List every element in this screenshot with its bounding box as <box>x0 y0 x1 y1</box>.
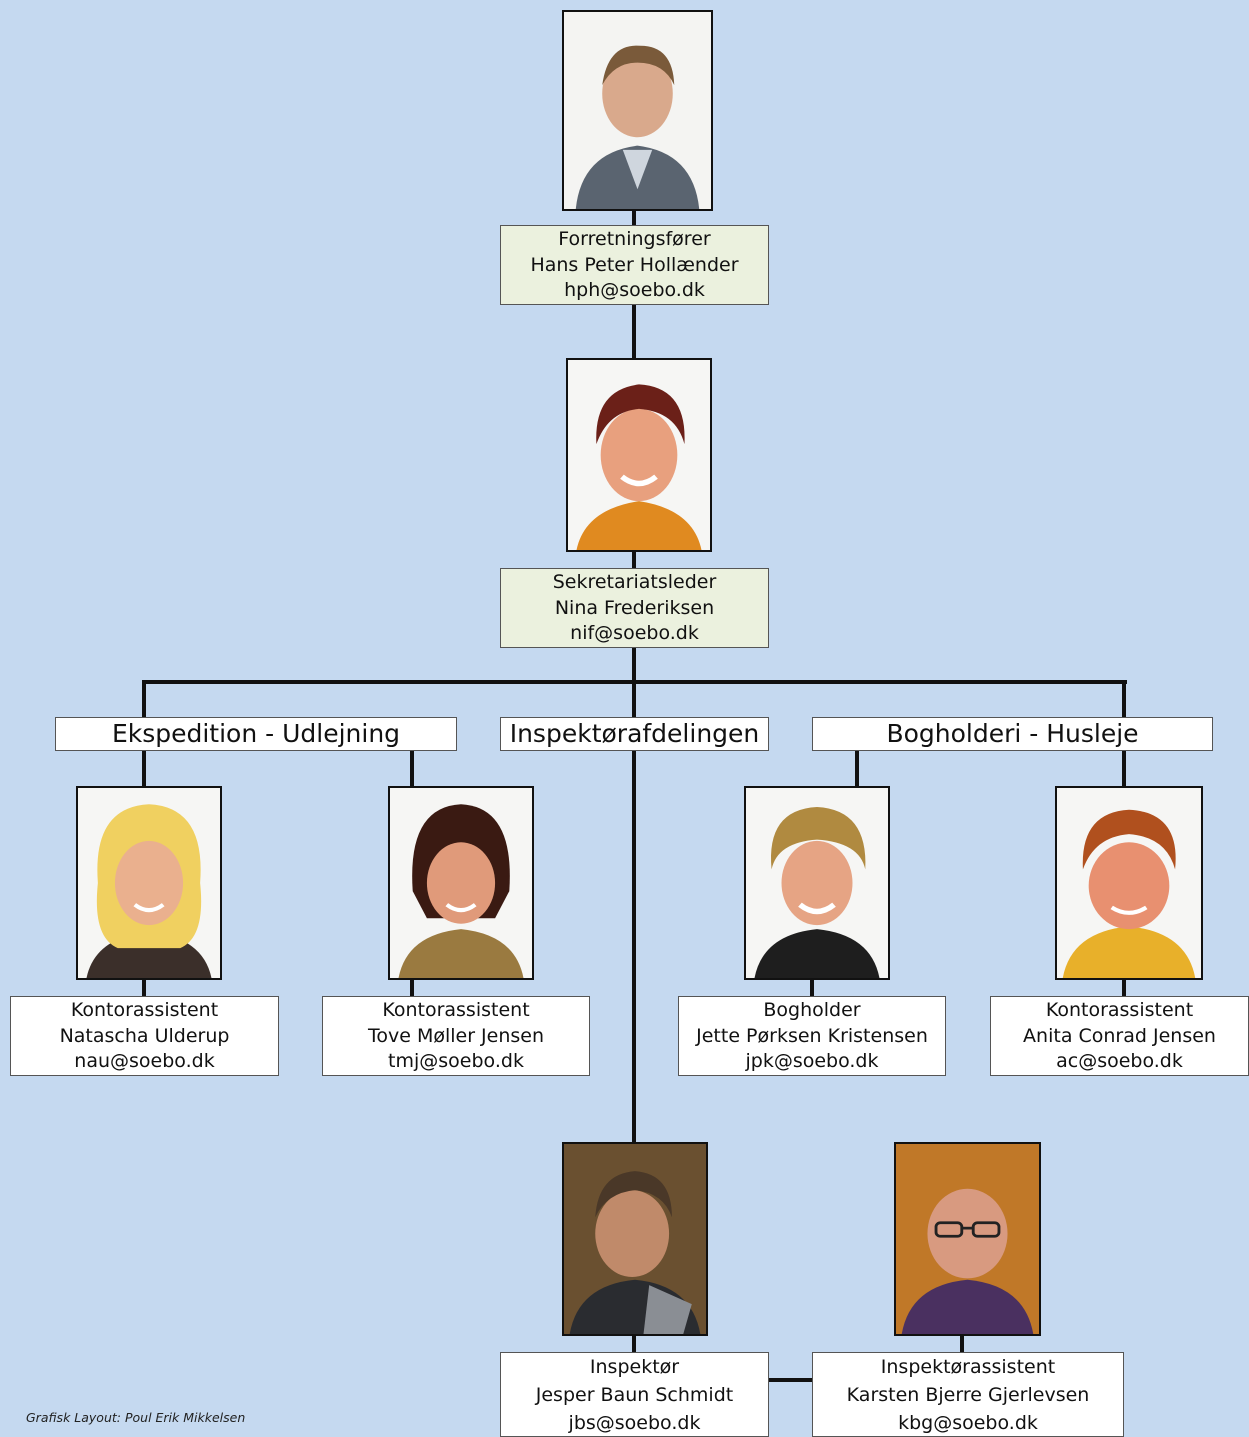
top-manager-card: Forretningsfører Hans Peter Hollænder hp… <box>500 225 769 305</box>
portrait-photo <box>76 786 222 980</box>
connector-line <box>142 980 146 997</box>
person-name: Jesper Baun Schmidt <box>535 1384 734 1406</box>
portrait-photo <box>1055 786 1203 980</box>
role-title: Kontorassistent <box>1045 999 1194 1021</box>
staff-card: Inspektørassistent Karsten Bjerre Gjerle… <box>812 1352 1124 1437</box>
connector-line <box>855 751 859 786</box>
role-title: Inspektør <box>589 1356 680 1378</box>
connector-line <box>410 980 414 997</box>
connector-line <box>142 751 146 786</box>
connector-line <box>142 680 1127 684</box>
email-link[interactable]: nif@soebo.dk <box>570 622 699 644</box>
connector-line <box>810 980 814 997</box>
staff-card: Kontorassistent Natascha Ulderup nau@soe… <box>10 996 279 1076</box>
person-name: Anita Conrad Jensen <box>1023 1024 1216 1047</box>
person-name: Jette Pørksen Kristensen <box>696 1024 928 1047</box>
staff-card: Inspektør Jesper Baun Schmidt jbs@soebo.… <box>500 1352 769 1437</box>
email-link[interactable]: nau@soebo.dk <box>74 1050 215 1072</box>
secretariat-card: Sekretariatsleder Nina Frederiksen nif@s… <box>500 568 769 648</box>
portrait-photo <box>744 786 890 980</box>
connector-line <box>142 680 146 718</box>
person-name: Hans Peter Hollænder <box>530 253 739 276</box>
role-title: Sekretariatsleder <box>552 571 717 593</box>
staff-card: Kontorassistent Anita Conrad Jensen ac@s… <box>990 996 1249 1076</box>
portrait-photo <box>388 786 534 980</box>
connector-line <box>632 552 636 569</box>
staff-card: Bogholder Jette Pørksen Kristensen jpk@s… <box>678 996 946 1076</box>
department-header: Ekspedition - Udlejning <box>55 717 457 751</box>
email-link[interactable]: kbg@soebo.dk <box>898 1412 1038 1434</box>
connector-line <box>632 751 636 1143</box>
connector-line <box>1122 680 1126 718</box>
person-name: Tove Møller Jensen <box>367 1024 545 1047</box>
connector-line <box>960 1335 964 1353</box>
department-header: Inspektørafdelingen <box>500 717 769 751</box>
role-title: Bogholder <box>763 999 861 1021</box>
role-title: Kontorassistent <box>382 999 530 1021</box>
staff-card: Kontorassistent Tove Møller Jensen tmj@s… <box>322 996 590 1076</box>
layout-credit: Grafisk Layout: Poul Erik Mikkelsen <box>26 1410 246 1425</box>
connector-line <box>632 1335 636 1353</box>
email-link[interactable]: ac@soebo.dk <box>1056 1050 1183 1072</box>
role-title: Forretningsfører <box>558 228 711 250</box>
connector-line <box>632 304 636 359</box>
email-link[interactable]: hph@soebo.dk <box>564 279 705 301</box>
email-link[interactable]: tmj@soebo.dk <box>388 1050 524 1072</box>
connector-line <box>632 209 636 226</box>
portrait-photo <box>894 1142 1041 1336</box>
portrait-photo <box>562 1142 708 1336</box>
connector-line <box>768 1378 813 1382</box>
person-name: Natascha Ulderup <box>59 1024 230 1047</box>
person-name: Nina Frederiksen <box>554 596 715 619</box>
role-title: Inspektørassistent <box>880 1356 1056 1378</box>
connector-line <box>410 751 414 786</box>
person-name: Karsten Bjerre Gjerlevsen <box>846 1384 1090 1406</box>
connector-line <box>1122 980 1126 997</box>
email-link[interactable]: jbs@soebo.dk <box>568 1412 701 1434</box>
department-header: Bogholderi - Husleje <box>812 717 1213 751</box>
email-link[interactable]: jpk@soebo.dk <box>745 1050 879 1072</box>
portrait-photo <box>566 358 712 552</box>
role-title: Kontorassistent <box>70 999 219 1021</box>
connector-line <box>1122 751 1126 786</box>
portrait-photo <box>562 10 713 211</box>
